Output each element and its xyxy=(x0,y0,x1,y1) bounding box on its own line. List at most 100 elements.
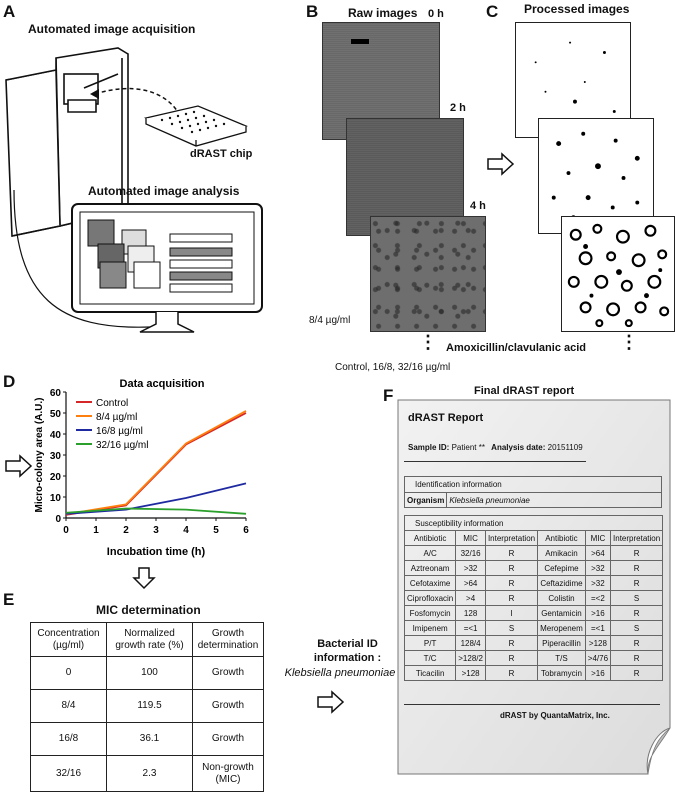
mic-cell: 16/8 xyxy=(30,722,107,756)
mic-header-growth-rate: Normalized growth rate (%) xyxy=(106,622,193,657)
report-cell: R xyxy=(610,575,664,591)
report-cell: T/S xyxy=(537,650,586,666)
report-cell: >32 xyxy=(584,575,612,591)
mic-cell: 100 xyxy=(106,656,193,690)
report-cell: =<1 xyxy=(584,620,612,636)
report-cell: Tobramycin xyxy=(537,665,586,681)
report-cell: Ticacilin xyxy=(403,665,457,681)
report-footer: dRAST by QuantaMatrix, Inc. xyxy=(500,711,610,720)
report-cell: Amikacin xyxy=(537,545,586,561)
series-line-1 xyxy=(65,410,247,516)
report-cell: Aztreonam xyxy=(403,560,457,576)
report-cell: R xyxy=(610,635,664,651)
report-cell: T/C xyxy=(403,650,457,666)
bacterial-id-line2: information : xyxy=(313,652,382,664)
report-cell: Ciprofloxacin xyxy=(403,590,457,606)
report-cell: R xyxy=(484,575,539,591)
y-tick-label: 10 xyxy=(50,493,62,504)
report-cell: Colistin xyxy=(537,590,586,606)
column-header: Antibiotic xyxy=(537,530,586,546)
report-cell: >4 xyxy=(455,590,486,606)
report-cell: Meropenem xyxy=(537,620,586,636)
report-divider xyxy=(404,461,586,462)
x-tick-label: 2 xyxy=(123,525,129,536)
processed-images-title: Processed images xyxy=(524,2,630,16)
panel-d-letter: D xyxy=(3,372,16,391)
report-sample-line: Sample ID: Patient ** Analysis date: 201… xyxy=(408,443,583,452)
x-tick-label: 0 xyxy=(63,525,69,536)
table-row: 0 100 Growth xyxy=(30,656,264,690)
report-cell: R xyxy=(610,650,664,666)
bacterial-id-line1: Bacterial ID xyxy=(317,638,378,650)
mic-cell: 0 xyxy=(30,656,107,690)
report-cell: >64 xyxy=(455,575,486,591)
report-cell: R xyxy=(484,545,539,561)
drug-label: Amoxicillin/clavulanic acid xyxy=(446,342,586,354)
chart-title: Data acquisition xyxy=(120,378,205,390)
report-cell: R xyxy=(610,560,664,576)
report-cell: 128 xyxy=(455,605,486,621)
series-line-2 xyxy=(65,482,247,515)
report-cell: Cefotaxime xyxy=(403,575,457,591)
report-cell: Gentamicin xyxy=(537,605,586,621)
report-cell: =<1 xyxy=(455,620,486,636)
processed-image-4h xyxy=(561,216,675,332)
y-tick-label: 40 xyxy=(50,430,62,441)
report-cell: Cefepime xyxy=(537,560,586,576)
organism-value: Klebsiella pneumoniae xyxy=(446,492,662,508)
report-cell: >16 xyxy=(584,605,612,621)
report-cell: R xyxy=(610,545,664,561)
analysis-date-value: 20151109 xyxy=(547,443,583,452)
other-concentrations-label: Control, 16/8, 32/16 µg/ml xyxy=(335,362,451,373)
x-axis-label: Incubation time (h) xyxy=(107,546,206,558)
mic-cell: 36.1 xyxy=(106,722,193,756)
concentration-label: 8/4 µg/ml xyxy=(309,315,351,326)
analysis-date-label: Analysis date: xyxy=(491,443,546,452)
report-cell: >128/2 xyxy=(455,650,486,666)
legend-label: Control xyxy=(96,398,128,409)
report-cell: >32 xyxy=(584,560,612,576)
sample-id-value: Patient ** xyxy=(451,443,485,452)
mic-cell: 119.5 xyxy=(106,689,193,723)
column-header: Antibiotic xyxy=(403,530,457,546)
report-cell: >128 xyxy=(584,635,612,651)
column-header: MIC xyxy=(584,530,612,546)
x-tick-label: 4 xyxy=(183,525,189,536)
mic-cell: Growth xyxy=(192,689,264,723)
report-cell: S xyxy=(610,620,664,636)
monitor xyxy=(71,203,263,333)
report-cell: S xyxy=(484,620,539,636)
mic-cell: 8/4 xyxy=(30,689,107,723)
raw-images-title: Raw images xyxy=(348,6,418,20)
table-row: 32/16 2.3 Non-growth (MIC) xyxy=(30,755,264,792)
column-header: Interpretation xyxy=(610,530,664,546)
report-cell: A/C xyxy=(403,545,457,561)
report-cell: R xyxy=(484,665,539,681)
table-row: Antibiotic MIC Interpretation Antibiotic… xyxy=(403,530,664,546)
report-cell: R xyxy=(484,560,539,576)
report-cell: Piperacillin xyxy=(537,635,586,651)
identification-table: Identification information Organism Kleb… xyxy=(403,476,662,508)
mic-cell: 32/16 xyxy=(30,755,107,792)
report-cell: Fosfomycin xyxy=(403,605,457,621)
acquisition-title: Automated image acquisition xyxy=(28,22,196,36)
mic-cell: Growth xyxy=(192,722,264,756)
mic-cell: 2.3 xyxy=(106,755,193,792)
report-cell: P/T xyxy=(403,635,457,651)
arrow-d-icon xyxy=(5,454,33,478)
raw-image-4h xyxy=(370,216,486,332)
x-tick-label: 6 xyxy=(243,525,249,536)
report-cell: =<2 xyxy=(584,590,612,606)
panel-e-letter: E xyxy=(3,590,15,609)
y-tick-label: 60 xyxy=(50,388,62,399)
column-header: MIC xyxy=(455,530,486,546)
report-cell: R xyxy=(484,650,539,666)
mic-cell: Growth xyxy=(192,656,264,690)
